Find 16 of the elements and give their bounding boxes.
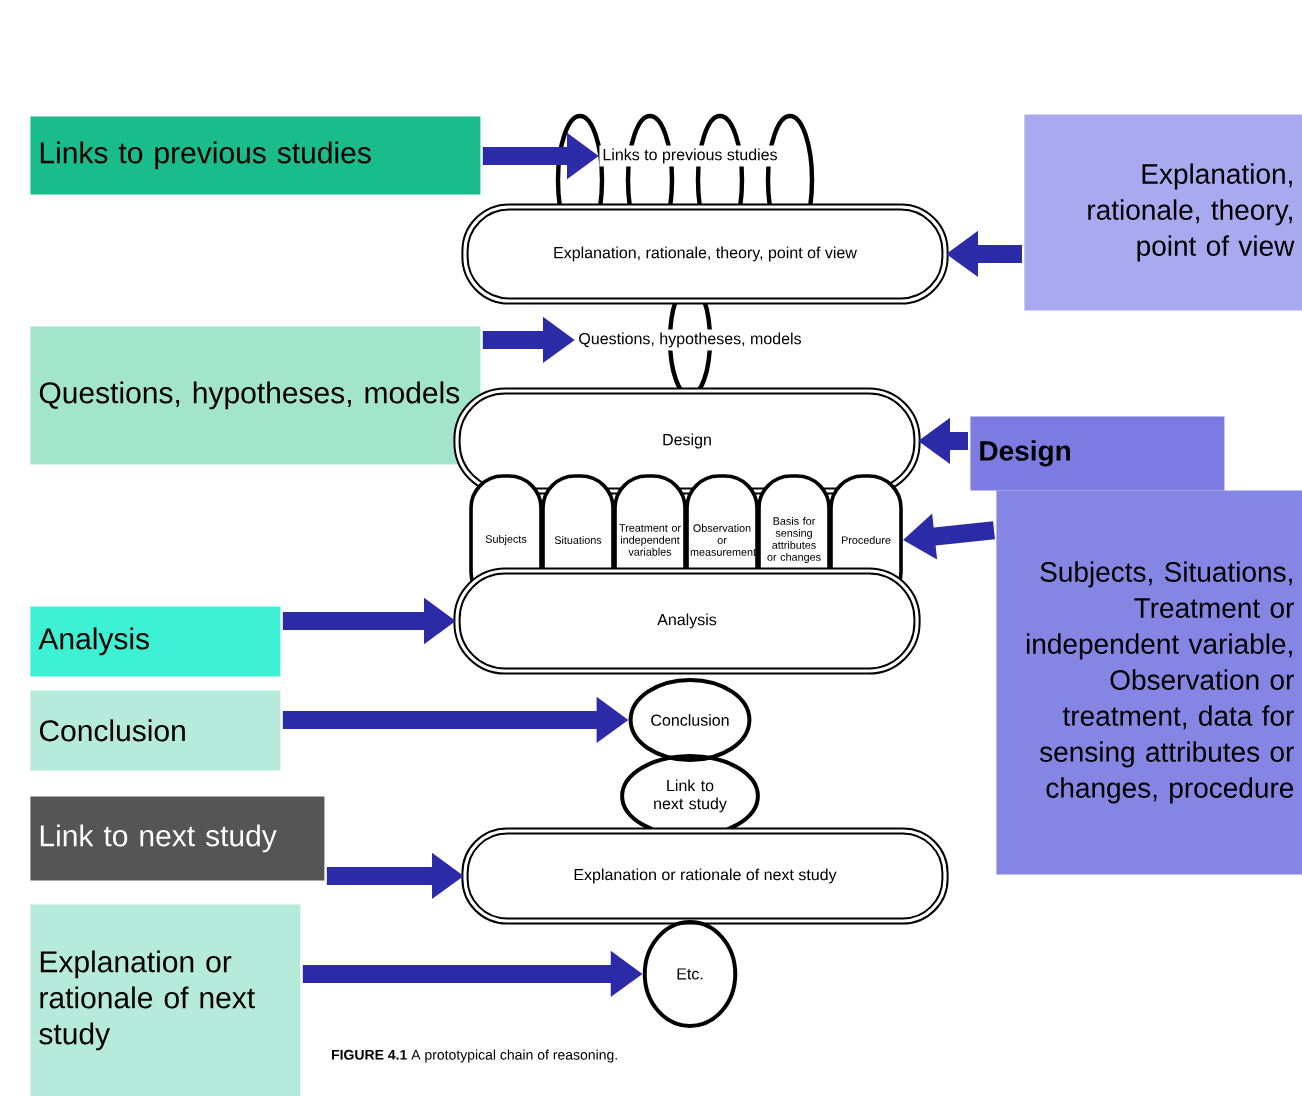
chain-text: Links to previous studies	[599, 145, 781, 167]
label-box: Link to next study	[30, 796, 325, 881]
label-box: Subjects, Situations, Treatment or independent variable, Observation or treatment, data for sensing attributes or changes, procedure	[996, 490, 1302, 875]
label-box: Questions, hypotheses, models	[30, 326, 481, 465]
chain-oval: Analysis	[453, 567, 921, 675]
chain-text: Questions, hypotheses, models	[575, 329, 805, 351]
chain-ring: Etc.	[642, 920, 738, 1028]
label-box: Explanation, rationale, theory, point of view	[1024, 114, 1302, 311]
heading-box: Design	[970, 416, 1225, 491]
label-box: Explanation or rationale of next study	[30, 904, 301, 1096]
chain-oval: Explanation, rationale, theory, point of view	[461, 203, 949, 305]
label-box: Links to previous studies	[30, 116, 481, 195]
label-box: Analysis	[30, 606, 281, 677]
chain-oval: Explanation or rationale of next study	[461, 827, 949, 925]
label-box: Conclusion	[30, 690, 281, 771]
chain-ring: Conclusion	[628, 678, 752, 762]
